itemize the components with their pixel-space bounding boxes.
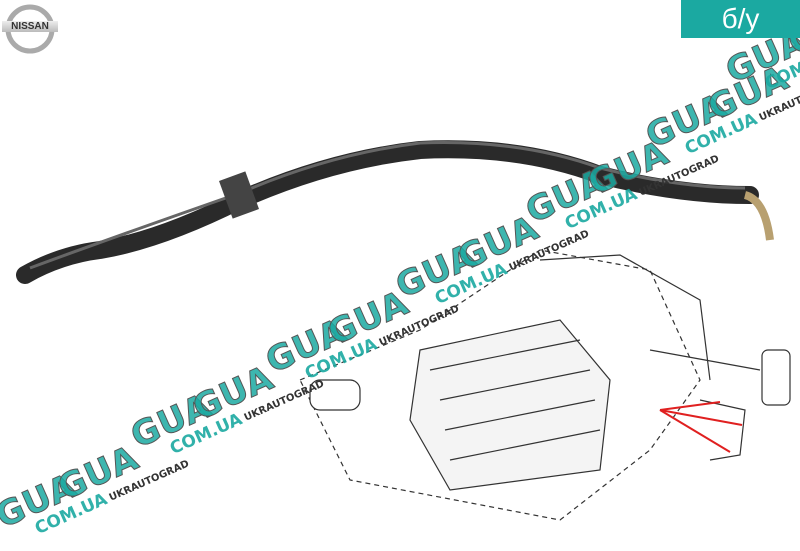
nissan-logo: NISSAN bbox=[2, 2, 58, 58]
product-image bbox=[16, 140, 791, 521]
hose-highlight bbox=[29, 141, 746, 270]
engine-diagram bbox=[299, 249, 791, 521]
callout-arrows bbox=[659, 401, 743, 453]
hose bbox=[16, 140, 759, 284]
hose-clamp bbox=[219, 171, 259, 219]
logo-text: NISSAN bbox=[2, 21, 58, 32]
condition-badge: б/у bbox=[681, 0, 800, 38]
metal-pipe bbox=[743, 191, 774, 241]
